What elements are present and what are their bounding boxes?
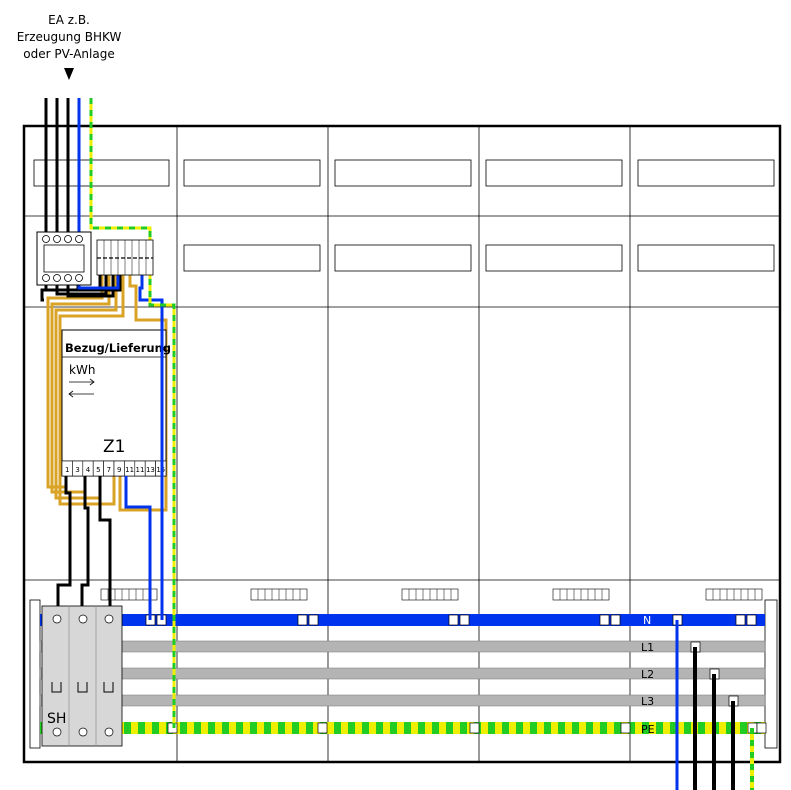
busbar-label-pe: PE (641, 723, 655, 736)
meter-terminal-label: 5 (96, 466, 100, 474)
l2-busbar (39, 667, 766, 680)
meter-terminal-label: 9 (117, 466, 121, 474)
meter-terminal-label: 1 (65, 466, 69, 474)
column-dividers (176, 126, 631, 762)
left-rail (29, 599, 41, 749)
l1-busbar (39, 640, 766, 653)
incoming-terminal-block (36, 231, 154, 286)
meter-terminal-label: 11 (125, 466, 134, 474)
phase-wires (40, 98, 122, 608)
source-label-line2: Erzeugung BHKW (17, 30, 122, 44)
meter-terminal-label: 3 (75, 466, 79, 474)
meter-terminal-label: 4 (86, 466, 91, 474)
outgoing-phase-wires (693, 647, 735, 790)
pe-busbar (40, 722, 765, 734)
meter-name: Z1 (103, 437, 125, 457)
source-label: EA z.B. Erzeugung BHKW oder PV-Anlage (17, 13, 122, 80)
main-switch-sh: SH (41, 605, 123, 747)
busbars (39, 614, 766, 734)
meter-terminal-label: 7 (107, 466, 111, 474)
meter-title: Bezug/Lieferung (65, 341, 171, 355)
meter-terminal-label: 13 (146, 466, 155, 474)
meter-body (61, 329, 167, 477)
source-label-line1: EA z.B. (48, 13, 90, 27)
n-busbar (40, 614, 765, 626)
busbar-label-l1: L1 (641, 641, 654, 654)
bidirectional-arrows-icon (68, 378, 95, 398)
busbar-labels: N L1 L2 L3 PE (641, 614, 655, 736)
arrow-down-icon (64, 68, 74, 80)
main-switch-label: SH (47, 711, 66, 727)
label-strips (33, 159, 775, 272)
busbar-label-l3: L3 (641, 695, 654, 708)
l3-busbar (39, 694, 766, 707)
source-label-line3: oder PV-Anlage (23, 47, 114, 61)
terminal-blocks (100, 588, 763, 601)
busbar-label-l2: L2 (641, 668, 654, 681)
right-rail (764, 599, 778, 749)
meter-terminal-label: 11 (136, 466, 145, 474)
busbar-label-n: N (643, 614, 651, 627)
meter-unit: kWh (69, 363, 95, 377)
